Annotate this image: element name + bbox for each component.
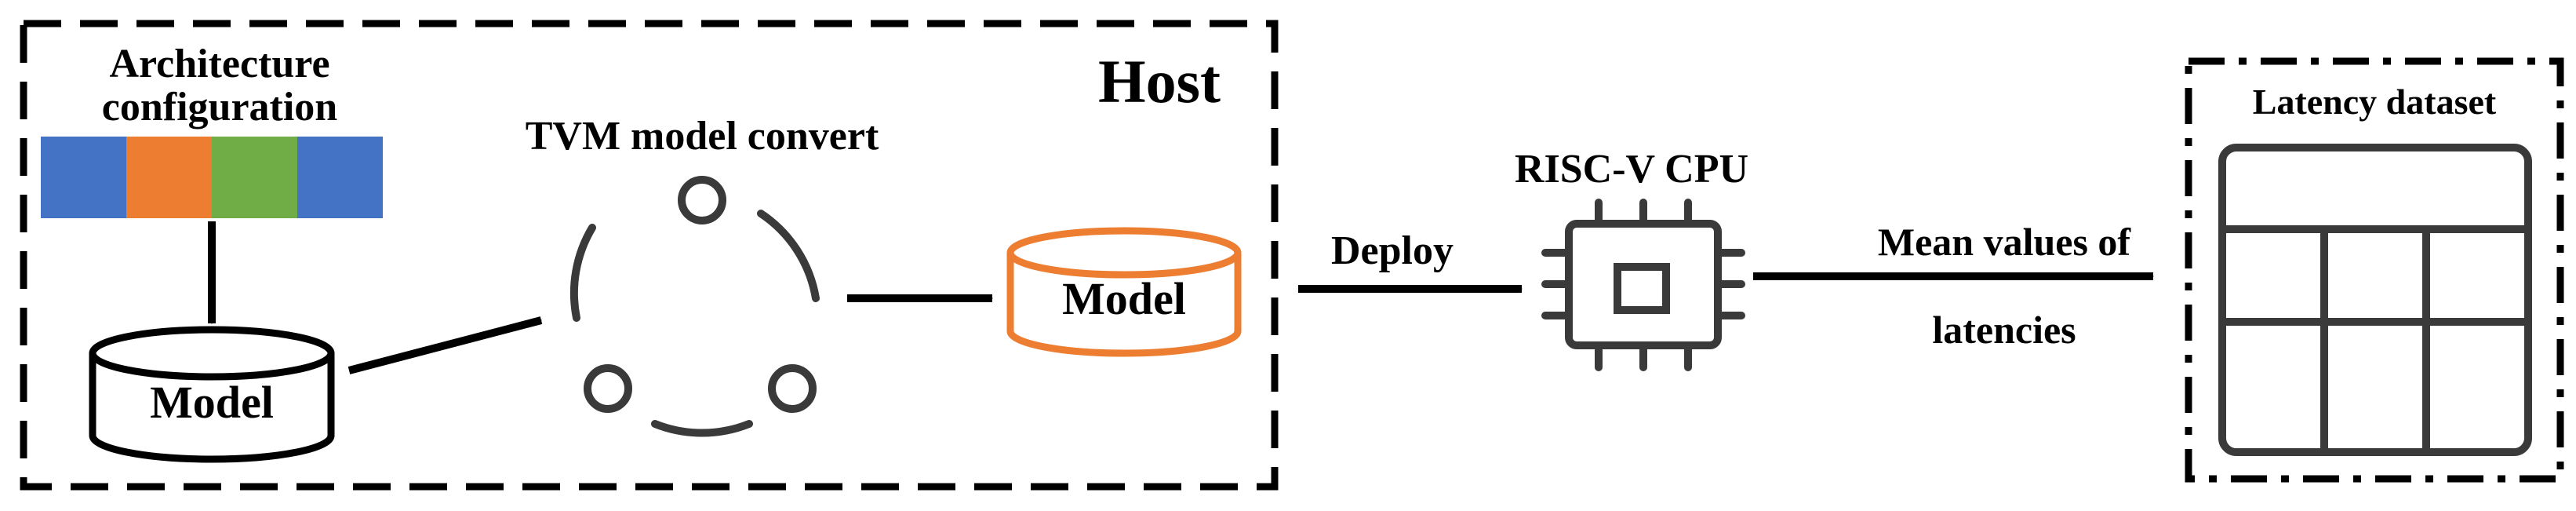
cpu-chip-icon <box>1541 199 1745 371</box>
config-segment-4 <box>297 137 383 218</box>
config-segment-1 <box>41 137 126 218</box>
config-segment-2 <box>126 137 212 218</box>
model-cylinder-left <box>89 326 335 463</box>
host-box <box>20 20 1279 491</box>
host-title: Host <box>1098 47 1221 115</box>
model-left-label: Model <box>150 377 274 428</box>
cpu-label: RISC-V CPU <box>1515 147 1748 192</box>
model-right-label: Model <box>1062 273 1186 324</box>
architecture-config-bar <box>41 137 383 218</box>
dataset-box <box>2185 57 2564 483</box>
mean-values-label-line2: latencies <box>1932 308 2076 352</box>
model-cylinder-right <box>1006 227 1242 357</box>
deploy-label: Deploy <box>1331 228 1454 273</box>
tvm-label: TVM model convert <box>526 114 879 159</box>
mean-values-label-line1: Mean values of <box>1878 220 2132 264</box>
architecture-label-line1: Architecture <box>109 42 329 86</box>
config-segment-3 <box>212 137 297 218</box>
dataset-title: Latency dataset <box>2253 82 2497 122</box>
tvm-convert-icon <box>569 176 820 437</box>
arrow-model-to-tvm <box>347 316 543 374</box>
table-icon <box>2218 144 2532 456</box>
architecture-label-line2: configuration <box>102 85 338 130</box>
